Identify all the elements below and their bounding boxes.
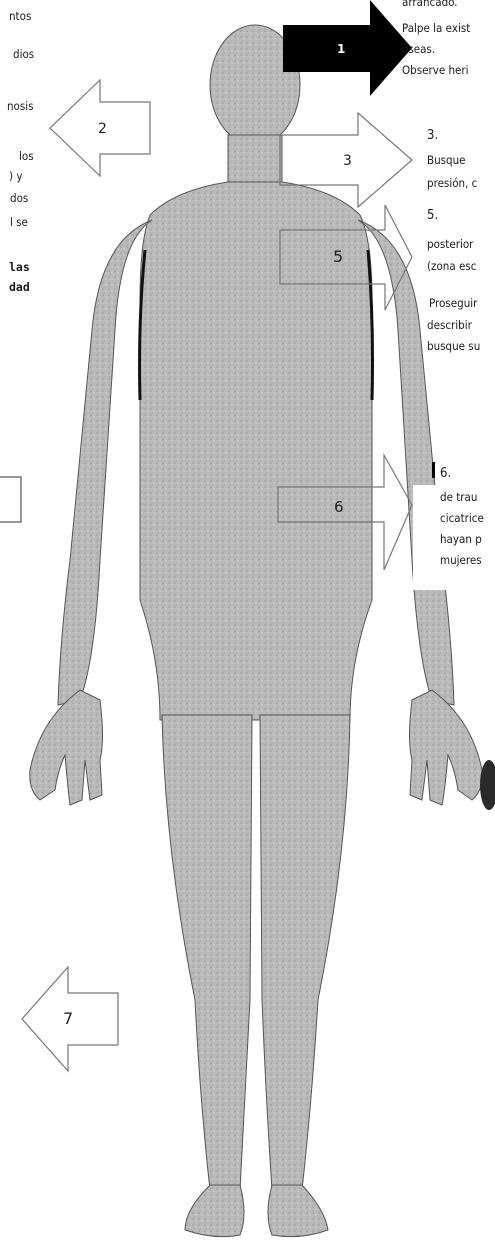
left-fragment-5: ) y (9, 168, 22, 185)
arrow-1 (283, 0, 412, 96)
left-fragment-3: nosis (7, 98, 34, 115)
left-fragment-6: dos (10, 190, 28, 207)
block1-line3: óseas. (402, 41, 435, 58)
block6-line3: hayan p (440, 531, 482, 548)
arrow-label-1: 1 (337, 42, 345, 56)
block1-line4: Observe heri (402, 62, 469, 79)
block1-line2: Palpe la exist (402, 20, 470, 37)
hand-shadow-mark (480, 760, 495, 810)
block6-line2: cicatrice (440, 510, 484, 527)
left-fragment-1: ntos (9, 8, 31, 25)
block5-line1: posterior (427, 236, 473, 253)
block3-number: 3. (427, 127, 438, 144)
left-box-fragment (0, 477, 21, 522)
block5-line5: busque su (427, 338, 480, 355)
block6-number: 6. (440, 465, 451, 482)
left-fragment-2: dios (13, 46, 34, 63)
arrow-label-3: 3 (343, 153, 352, 169)
block5-number: 5. (427, 207, 438, 224)
arrow-label-7: 7 (63, 1009, 73, 1028)
left-fragment-9: dad (9, 279, 30, 296)
arrow-label-2: 2 (98, 121, 107, 137)
left-fragment-4: los (19, 148, 34, 165)
block5-line4: describir (427, 317, 472, 334)
block5-line3: Proseguir (429, 295, 477, 312)
block5-line2: (zona esc (427, 258, 476, 275)
block6-line4: mujeres (440, 552, 482, 569)
left-fragment-8: las (9, 259, 30, 276)
arrow-label-6: 6 (334, 498, 344, 516)
panel-marker (432, 462, 435, 478)
left-fragment-7: l se (10, 214, 28, 231)
arrow-label-5: 5 (333, 247, 343, 266)
block1-line1: arrancado. (402, 0, 458, 11)
human-figure (30, 25, 483, 1237)
block3-line2: presión, c (427, 175, 477, 192)
block3-line1: Busque (427, 152, 466, 169)
block6-line1: de trau (440, 489, 477, 506)
